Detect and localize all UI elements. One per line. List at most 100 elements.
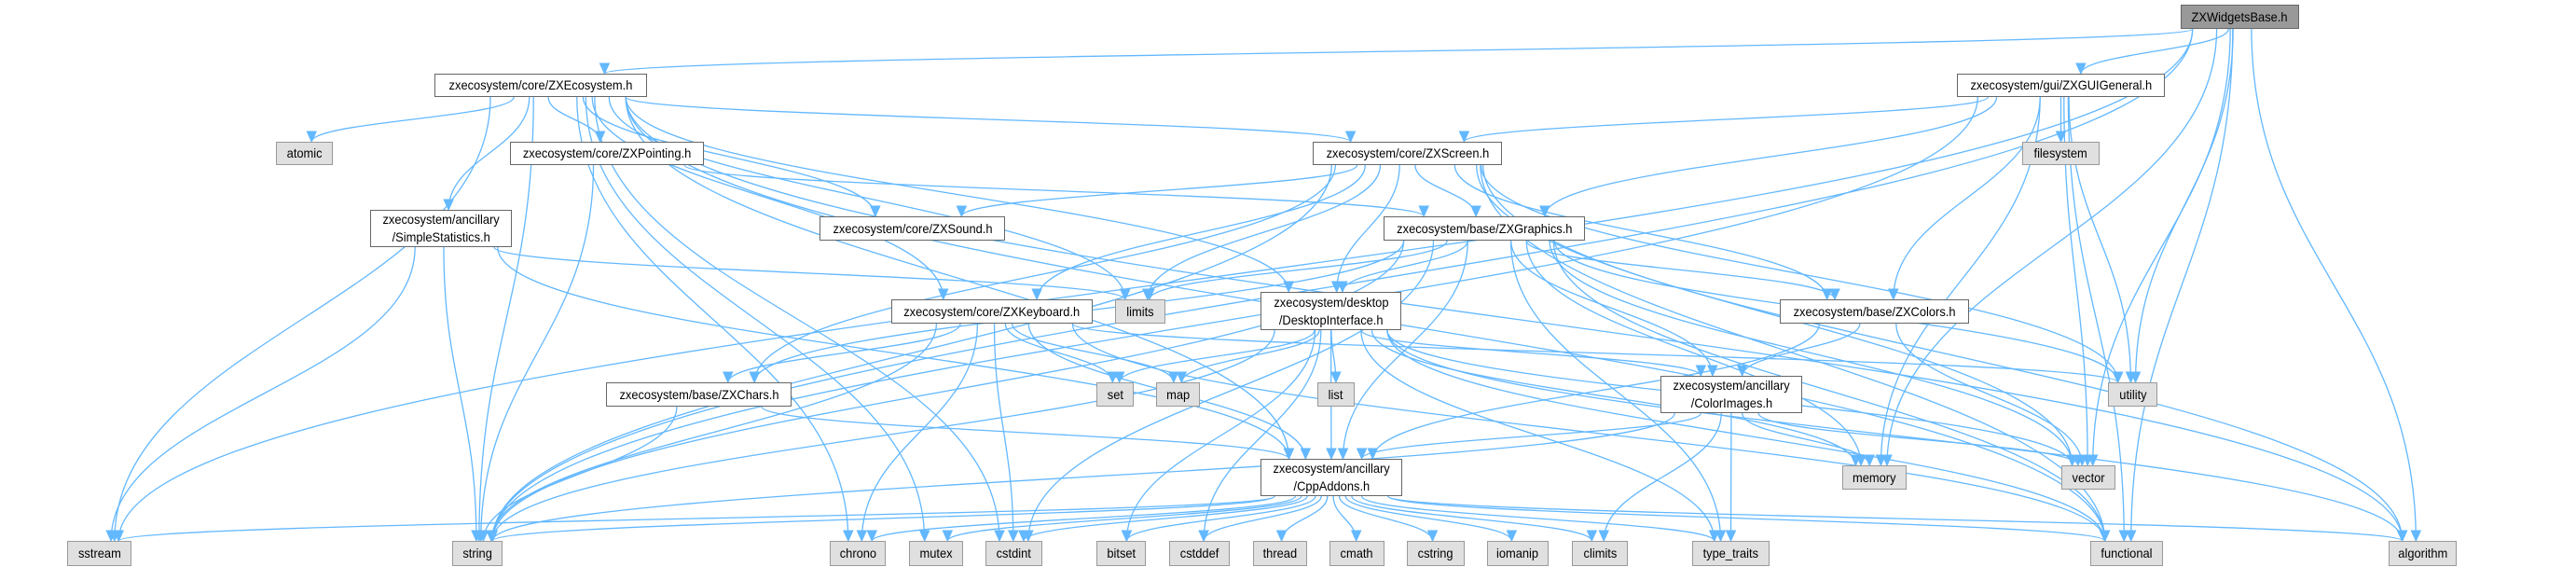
edge-graphics-to-colorimages: [1509, 240, 1714, 377]
node-label: /CppAddons.h: [1293, 478, 1370, 493]
edge-guigeneral-to-colors: [1893, 96, 2041, 300]
arrowhead-icon: [1586, 530, 1598, 543]
arrowhead-icon: [2055, 131, 2067, 144]
arrowhead-icon: [1715, 530, 1727, 543]
arrowhead-icon: [723, 371, 734, 384]
arrowhead-icon: [2075, 62, 2087, 76]
edge-screen-to-utility: [1480, 164, 2119, 383]
arrowhead-icon: [2118, 530, 2130, 543]
arrowhead-icon: [2073, 454, 2084, 467]
arrowhead-icon: [1275, 530, 1288, 543]
arrowhead-icon: [866, 530, 878, 543]
edge-ecosystem-to-simplestats: [448, 96, 530, 211]
arrowhead-icon: [1113, 371, 1125, 384]
arrowhead-icon: [1458, 131, 1470, 144]
node-label: utility: [2118, 386, 2147, 402]
node-cmath[interactable]: cmath: [1329, 541, 1384, 566]
node-utility[interactable]: utility: [2108, 382, 2157, 407]
node-atomic[interactable]: atomic: [276, 142, 333, 165]
node-label: zxecosystem/ancillary: [382, 212, 500, 227]
node-map[interactable]: map: [1156, 382, 1200, 407]
node-sound[interactable]: zxecosystem/core/ZXSound.h: [820, 216, 1005, 241]
node-keyboard[interactable]: zxecosystem/core/ZXKeyboard.h: [891, 299, 1093, 324]
node-label: string: [462, 546, 492, 560]
node-list[interactable]: list: [1317, 382, 1355, 407]
node-cstdint[interactable]: cstdint: [985, 541, 1042, 566]
node-sstream[interactable]: sstream: [67, 541, 131, 566]
edge-root-to-vector: [2092, 28, 2231, 466]
node-pointing[interactable]: zxecosystem/core/ZXPointing.h: [510, 142, 704, 165]
edge-colors-to-colorimages: [1742, 323, 1861, 377]
edge-cppaddons-to-string: [491, 495, 1275, 542]
arrowhead-icon: [477, 530, 489, 543]
arrowhead-icon: [843, 530, 854, 543]
node-label: functional: [2101, 546, 2153, 560]
edge-cppaddons-to-iomanip: [1344, 495, 1513, 542]
node-ecosystem[interactable]: zxecosystem/core/ZXEcosystem.h: [434, 74, 647, 97]
edge-cppaddons-to-mutex: [946, 495, 1302, 542]
node-label: algorithm: [2398, 546, 2447, 560]
edge-ecosystem-to-algorithm: [625, 96, 2404, 542]
node-climits[interactable]: climits: [1572, 541, 1628, 566]
node-screen[interactable]: zxecosystem/core/ZXScreen.h: [1313, 142, 1502, 165]
node-vector[interactable]: vector: [2061, 465, 2115, 490]
arrowhead-icon: [1337, 448, 1349, 461]
edge-screen-to-string: [491, 164, 1332, 542]
node-label: zxecosystem/base/ZXColors.h: [1793, 303, 1956, 319]
node-label: cmath: [1340, 546, 1374, 560]
edge-ecosystem-to-cstdint: [594, 96, 1000, 542]
edge-keyboard-to-functional: [1071, 323, 2106, 542]
arrowhead-icon: [1418, 205, 1429, 218]
edge-keyboard-to-utility: [1071, 323, 2119, 383]
node-thread[interactable]: thread: [1253, 541, 1307, 566]
node-label: chrono: [839, 546, 876, 560]
node-colorimages[interactable]: zxecosystem/ancillary/ColorImages.h: [1660, 376, 1802, 413]
node-desktop[interactable]: zxecosystem/desktop/DesktopInterface.h: [1260, 292, 1401, 330]
node-label: filesystem: [2033, 145, 2088, 160]
edge-ecosystem-to-desktop: [625, 96, 1289, 293]
arrowhead-icon: [1337, 281, 1348, 294]
node-chars[interactable]: zxecosystem/base/ZXChars.h: [606, 382, 792, 407]
node-mutex[interactable]: mutex: [909, 541, 963, 566]
arrowhead-icon: [1864, 454, 1875, 467]
node-filesystem[interactable]: filesystem: [2022, 142, 2100, 165]
arrowhead-icon: [471, 530, 482, 543]
node-functional[interactable]: functional: [2090, 541, 2163, 566]
node-colors[interactable]: zxecosystem/base/ZXColors.h: [1780, 299, 1969, 324]
node-iomanip[interactable]: iomanip: [1487, 541, 1549, 566]
node-bitset[interactable]: bitset: [1096, 541, 1146, 566]
node-label: mutex: [919, 546, 953, 560]
edge-desktop-to-memory: [1371, 329, 1857, 466]
arrowhead-icon: [1008, 530, 1019, 543]
node-label: zxecosystem/core/ZXSound.h: [832, 220, 993, 236]
node-guigeneral[interactable]: zxecosystem/gui/ZXGUIGeneral.h: [1957, 74, 2165, 97]
edge-simplestats-to-string: [443, 246, 477, 542]
node-root: ZXWidgetsBase.h: [2181, 5, 2299, 29]
arrowhead-icon: [749, 371, 760, 384]
edge-colorimages-to-climits: [1603, 412, 1722, 542]
edge-guigeneral-to-functional: [2067, 96, 2125, 542]
node-chrono[interactable]: chrono: [830, 541, 886, 566]
node-limits[interactable]: limits: [1115, 299, 1165, 324]
node-string[interactable]: string: [452, 541, 503, 566]
edge-keyboard-to-cstdint: [993, 323, 1014, 542]
node-label: zxecosystem/base/ZXChars.h: [618, 386, 779, 402]
node-cstring[interactable]: cstring: [1407, 541, 1465, 566]
node-label: sstream: [77, 546, 121, 560]
arrowhead-icon: [870, 205, 881, 218]
node-cppaddons[interactable]: zxecosystem/ancillary/CppAddons.h: [1260, 459, 1402, 496]
node-cstddef[interactable]: cstddef: [1169, 541, 1230, 566]
node-algorithm[interactable]: algorithm: [2389, 541, 2457, 566]
edge-ecosystem-to-limits: [608, 96, 1126, 300]
node-set[interactable]: set: [1096, 382, 1134, 407]
node-type_traits[interactable]: type_traits: [1692, 541, 1770, 566]
edge-graphics-to-cppaddons: [1342, 240, 1468, 460]
node-memory[interactable]: memory: [1842, 465, 1907, 490]
edge-screen-to-colors: [1453, 164, 1828, 300]
node-label: zxecosystem/core/ZXPointing.h: [522, 145, 692, 160]
arrowhead-icon: [1598, 530, 1610, 543]
node-simplestats[interactable]: zxecosystem/ancillary/SimpleStatistics.h: [370, 210, 512, 247]
node-graphics[interactable]: zxecosystem/base/ZXGraphics.h: [1384, 216, 1585, 241]
node-label: atomic: [286, 145, 323, 160]
